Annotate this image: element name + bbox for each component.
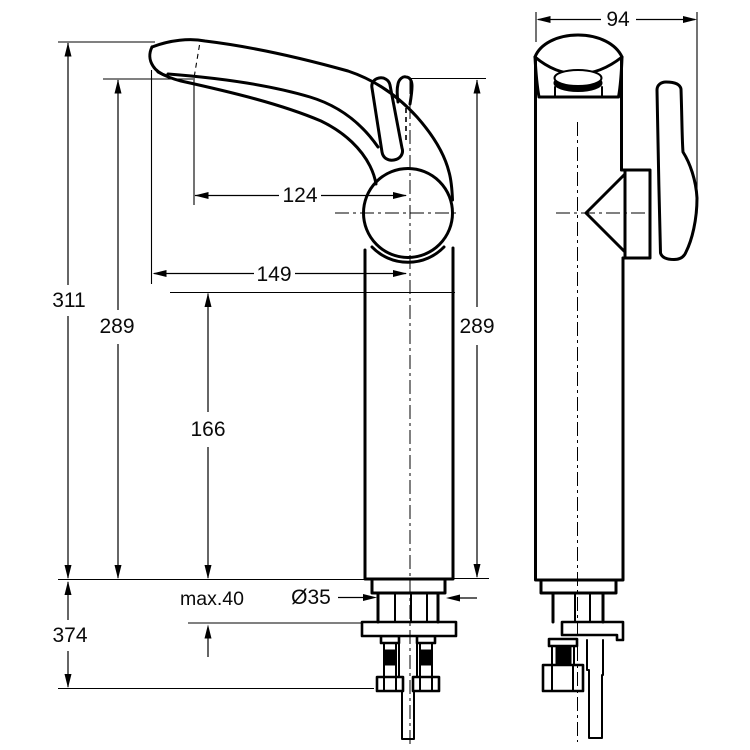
dim-spout-height-label: 289 bbox=[99, 315, 134, 338]
dim-deck-thickness-label: max.40 bbox=[180, 588, 244, 610]
side-clamp-washer bbox=[560, 620, 625, 642]
dim-body-height-label: 289 bbox=[459, 315, 494, 338]
ext-outlet-axis-dashed bbox=[193, 44, 201, 79]
ext-deck-top bbox=[58, 577, 489, 581]
centerlines bbox=[335, 80, 646, 745]
dim-outlet-height: 166 bbox=[190, 293, 226, 579]
front-shank bbox=[376, 591, 440, 624]
dim-overall-with-fittings: 374 bbox=[52, 581, 88, 688]
side-shank bbox=[551, 591, 605, 624]
extension-lines bbox=[58, 12, 698, 690]
dim-side-depth: 94 bbox=[536, 8, 697, 31]
dim-hole-diameter: Ø35 bbox=[291, 586, 477, 609]
dim-deck-thickness: max.40 bbox=[180, 588, 244, 657]
side-body bbox=[534, 58, 625, 582]
front-outlet-ball bbox=[362, 167, 454, 264]
side-supply-tail bbox=[586, 639, 604, 739]
side-top-cap bbox=[533, 33, 624, 99]
dimension-annotations: 311 289 166 374 max.40 bbox=[52, 8, 697, 688]
side-mounting-stud bbox=[541, 637, 585, 693]
dim-hole-diameter-label: Ø35 bbox=[291, 586, 331, 609]
dim-total-height-label: 311 bbox=[52, 289, 85, 312]
front-view bbox=[148, 38, 458, 740]
front-body-column bbox=[363, 246, 455, 581]
front-spout bbox=[148, 38, 454, 202]
dim-body-height: 289 bbox=[459, 79, 495, 578]
dim-tip-reach: 149 bbox=[152, 263, 407, 286]
dim-spout-height: 289 bbox=[99, 79, 135, 579]
side-lever-handle bbox=[655, 80, 699, 261]
dim-total-height: 311 bbox=[52, 42, 86, 579]
front-lever-handle bbox=[370, 75, 414, 162]
dim-outlet-height-label: 166 bbox=[190, 418, 225, 441]
dim-overall-with-fittings-label: 374 bbox=[52, 624, 87, 647]
front-mounting-studs bbox=[375, 634, 441, 693]
front-clamp-washer bbox=[360, 620, 458, 638]
side-joint-cone bbox=[584, 168, 652, 260]
dim-side-depth-label: 94 bbox=[606, 8, 630, 31]
side-base-collar bbox=[539, 578, 618, 595]
dim-outlet-reach: 124 bbox=[194, 184, 407, 207]
side-view bbox=[533, 33, 699, 739]
dim-tip-reach-label: 149 bbox=[256, 263, 291, 286]
dim-outlet-reach-label: 124 bbox=[282, 184, 317, 207]
front-base-collar bbox=[370, 577, 447, 595]
